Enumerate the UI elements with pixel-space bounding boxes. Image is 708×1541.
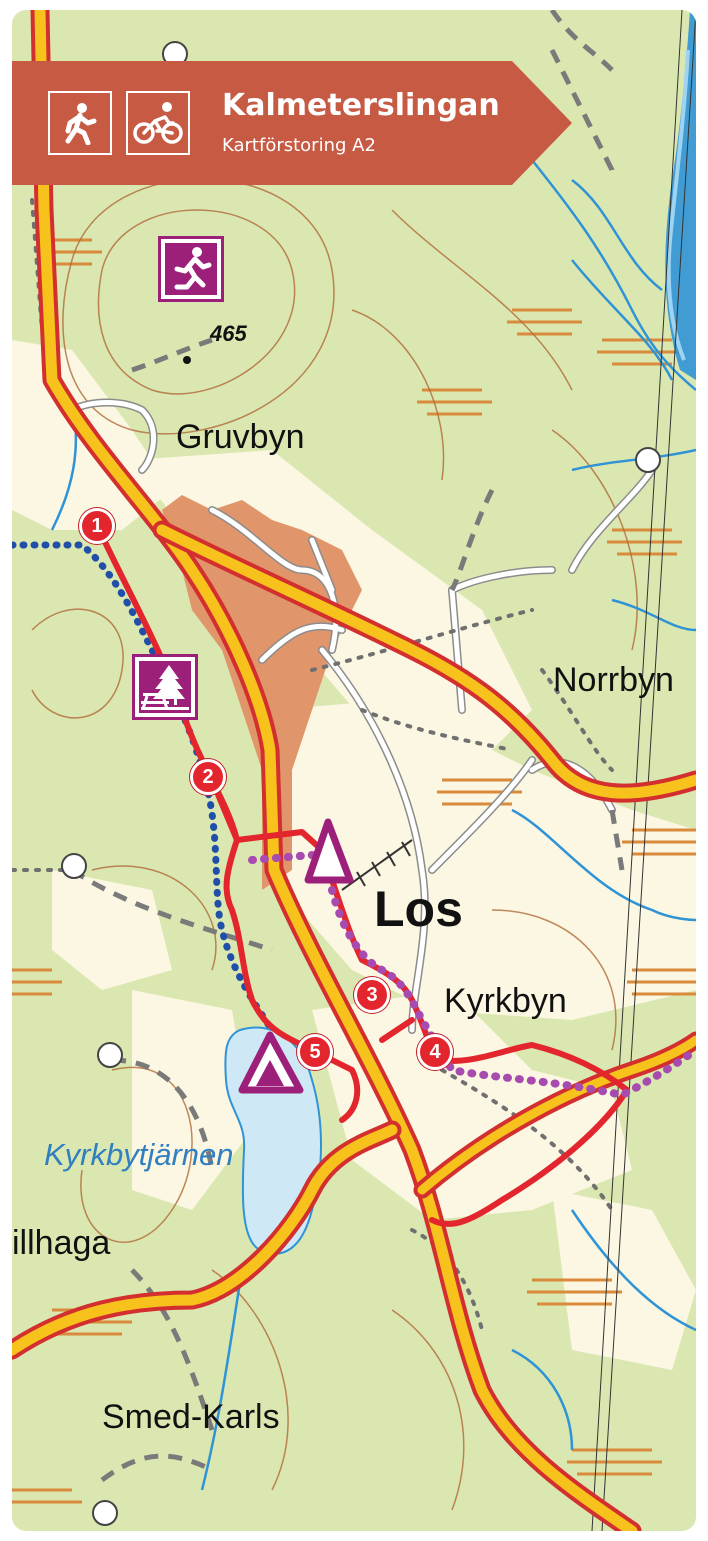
- place-label-illhaga: illhaga: [12, 1224, 111, 1262]
- power-lines: [591, 10, 696, 1531]
- purple-dotted-path: [248, 851, 696, 1100]
- river: [665, 10, 696, 380]
- campsite-triangle: [304, 818, 354, 884]
- place-label-kyrkbyn: Kyrkbyn: [444, 982, 567, 1020]
- picnic-icon: [139, 661, 191, 713]
- route-banner: Kalmeterslingan Kartförstoring A2: [12, 61, 572, 185]
- hiking-icon: [65, 103, 97, 145]
- trail-marker-4[interactable]: 4: [417, 1034, 453, 1070]
- road-end-circles: [61, 41, 661, 1526]
- cycling-badge: [126, 91, 190, 155]
- hiking-badge: [48, 91, 112, 155]
- river-inner: [666, 49, 690, 361]
- running-poi[interactable]: [158, 236, 224, 302]
- railway: [341, 839, 413, 891]
- place-label-norrbyn: Norrbyn: [553, 661, 674, 699]
- trail-marker-5[interactable]: 5: [297, 1034, 333, 1070]
- trail-marker-1[interactable]: 1: [79, 508, 115, 544]
- running-icon: [165, 243, 217, 295]
- trail-marker-2[interactable]: 2: [190, 759, 226, 795]
- picnic-poi[interactable]: [132, 654, 198, 720]
- map: Gruvbyn Norrbyn Los Kyrkbyn illhaga Smed…: [12, 10, 696, 1531]
- route-subtitle: Kartförstoring A2: [222, 135, 376, 156]
- main-roads: [12, 10, 696, 1531]
- place-label-gruvbyn: Gruvbyn: [176, 418, 305, 456]
- route-title: Kalmeterslingan: [222, 88, 500, 123]
- cycling-icon: [133, 102, 183, 144]
- lake-label: Kyrkbytjärnen: [44, 1137, 234, 1172]
- shelter-triangle: [238, 1031, 304, 1094]
- summit-dot: [183, 356, 191, 364]
- elevation-label: 465: [210, 321, 247, 346]
- open-land: [12, 340, 696, 1370]
- streams: [50, 159, 696, 1491]
- map-canvas: [12, 10, 696, 1531]
- forest-tracks: [70, 10, 625, 1483]
- place-label-smed-karls: Smed-Karls: [102, 1398, 280, 1436]
- trail-marker-3[interactable]: 3: [354, 977, 390, 1013]
- place-label-los: Los: [374, 881, 463, 937]
